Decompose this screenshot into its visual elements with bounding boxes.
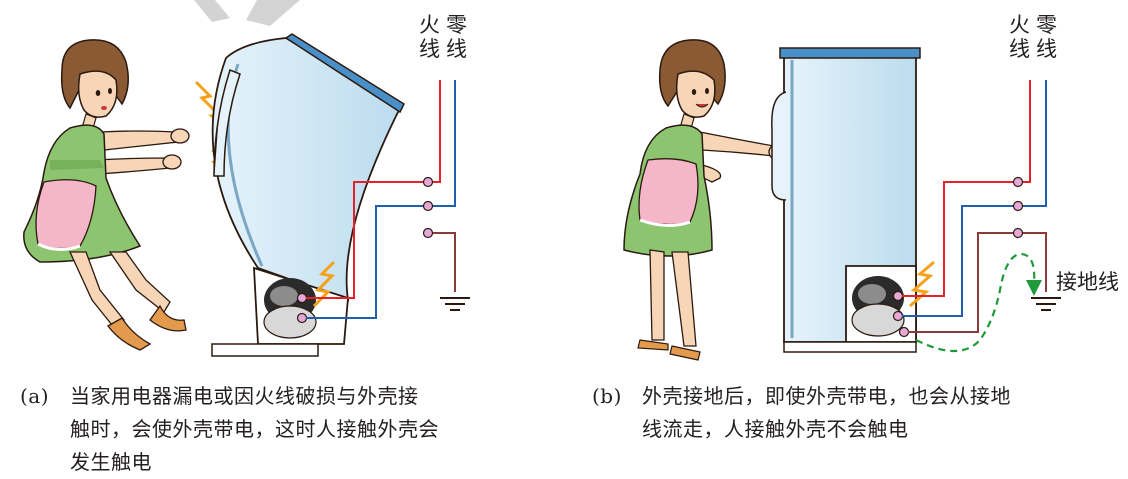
caption-b-line2: 线流走，人接触外壳不会触电 <box>642 417 909 441</box>
current-direction-arrow-icon <box>1026 280 1042 296</box>
neutral-wire-label-a-bottom: 线 <box>446 37 467 61</box>
live-wire-label-a-bottom: 线 <box>419 37 440 61</box>
caption-b: (b) 外壳接地后，即使外壳带电，也会从接地 线流走，人接触外壳不会触电 <box>592 380 1011 446</box>
socket-terminal-live-a <box>422 176 434 188</box>
wires-b <box>902 80 1061 333</box>
neutral-wire-label-a-top: 零 <box>446 13 467 37</box>
socket-terminal-ground-a <box>422 227 434 239</box>
caption-a-line1: 当家用电器漏电或因火线破损与外壳接 <box>70 384 419 408</box>
wires-a <box>306 80 470 319</box>
neutral-wire-label-b-top: 零 <box>1036 13 1057 37</box>
live-wire-label-a-top: 火 <box>419 13 440 37</box>
neutral-wire-label-b-bottom: 线 <box>1036 37 1057 61</box>
ground-wire-label: 接地线 <box>1056 270 1119 294</box>
standing-woman-figure <box>623 39 788 361</box>
fridge-a <box>211 33 405 357</box>
socket-terminal-neutral-a <box>422 200 434 212</box>
caption-a-tag: (a) <box>20 384 50 408</box>
caption-a: (a)当家用电器漏电或因火线破损与外壳接 触时，会使外壳带电，这时人接触外壳会 … <box>20 380 439 479</box>
panel-a-illustration: 火 线 零 线 <box>23 13 470 357</box>
socket-terminal-neutral-b <box>1012 200 1024 212</box>
socket-terminal-ground-b <box>1012 227 1024 239</box>
caption-b-line1: 外壳接地后，即使外壳带电，也会从接地 <box>642 384 1011 408</box>
watermark-strokes <box>194 0 300 26</box>
caption-b-tag: (b) <box>592 384 622 408</box>
live-wire-label-b-top: 火 <box>1009 13 1030 37</box>
shocked-woman-figure <box>23 39 190 351</box>
live-wire-label-b-bottom: 线 <box>1009 37 1030 61</box>
socket-terminal-live-b <box>1012 176 1024 188</box>
panel-b-illustration: 火 线 零 线 接地线 <box>623 13 1119 361</box>
caption-a-line3: 发生触电 <box>70 450 152 474</box>
leakage-current-path <box>915 252 1036 352</box>
fridge-b <box>771 47 935 353</box>
caption-a-line2: 触时，会使外壳带电，这时人接触外壳会 <box>70 417 439 441</box>
